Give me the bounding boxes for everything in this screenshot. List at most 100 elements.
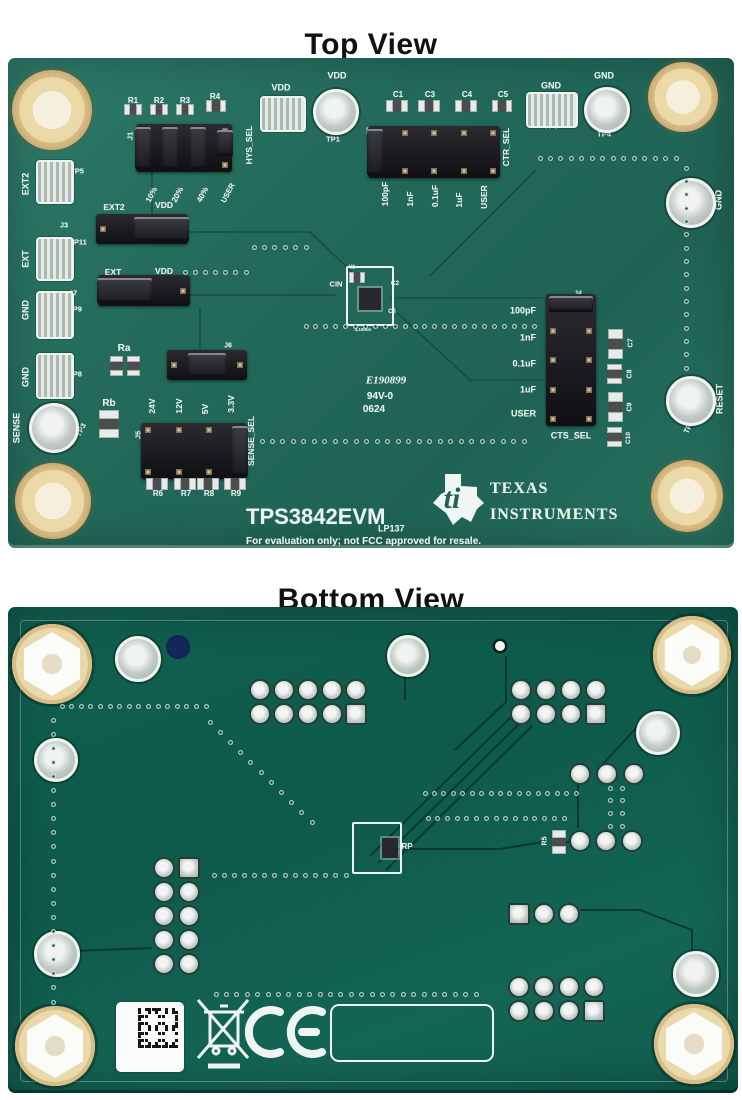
silkscreen-label-sense: SENSE xyxy=(11,412,22,444)
silkscreen-label-ctr-sel: CTR_SEL xyxy=(500,127,511,167)
chip-component xyxy=(492,100,512,112)
barcode-cell xyxy=(158,1014,162,1018)
silkscreen-label-r6: R6 xyxy=(152,489,164,498)
via-dot xyxy=(207,719,213,725)
via-dot xyxy=(50,717,56,723)
chip-body xyxy=(607,433,622,441)
jumper-shunt xyxy=(232,426,248,476)
via-dot xyxy=(607,785,613,791)
chip-component xyxy=(608,392,623,422)
chip-pad xyxy=(552,837,566,847)
via-dot xyxy=(483,815,489,821)
via-dot xyxy=(406,438,412,444)
barcode-cell xyxy=(148,1025,152,1028)
via-dot xyxy=(472,323,478,329)
via-dot xyxy=(454,815,460,821)
header-pin xyxy=(550,386,556,393)
silkscreen-label-ext: EXT xyxy=(20,250,31,268)
header-pin xyxy=(460,130,467,136)
chip-pad xyxy=(349,272,355,283)
header-pin xyxy=(206,469,213,475)
chip-pad xyxy=(197,478,205,490)
via-dot xyxy=(78,703,84,709)
via-dot xyxy=(488,790,494,796)
solder-pad xyxy=(558,976,580,998)
via-dot xyxy=(107,703,113,709)
chip-pad xyxy=(386,100,394,112)
via-dot xyxy=(683,205,689,211)
silkscreen-label-r9: R9 xyxy=(230,489,242,498)
chip-component xyxy=(607,364,622,384)
barcode-cell xyxy=(175,1025,179,1028)
silkscreen-label-tp5: TP5 xyxy=(70,166,84,176)
empty-silk-box xyxy=(330,1004,494,1062)
jumper-header xyxy=(367,126,500,178)
solder-pad xyxy=(569,763,591,785)
barcode-cell xyxy=(144,1021,148,1025)
via-dot xyxy=(382,323,388,329)
chip-pad xyxy=(608,412,623,422)
chip-pad xyxy=(99,410,119,420)
solder-pad-square xyxy=(508,903,530,925)
silkscreen-label-r5: R5 xyxy=(541,836,549,846)
via-dot xyxy=(184,703,190,709)
silkscreen-label-vdd: VDD xyxy=(271,82,291,93)
via-dot xyxy=(402,323,408,329)
chip-component xyxy=(197,478,219,490)
silkscreen-label-c9: C9 xyxy=(626,402,634,412)
silkscreen-label-100pf: 100pF xyxy=(379,181,390,207)
chip-pad xyxy=(136,104,143,115)
silkscreen-label-sense-sel: SENSE_SEL xyxy=(245,415,256,467)
via-dot xyxy=(619,810,625,816)
via-dot xyxy=(683,298,689,304)
chip-body xyxy=(181,478,189,490)
gold-corner-pad xyxy=(12,70,92,150)
via-dot xyxy=(231,872,237,878)
jumper-shunt xyxy=(188,353,226,377)
via-dot xyxy=(338,991,344,997)
rp-chip xyxy=(382,838,398,858)
silkscreen-label-user: USER xyxy=(510,408,536,419)
via-dot xyxy=(50,830,56,836)
jumper-shunt xyxy=(134,217,189,241)
top-view-title: Top View xyxy=(304,28,438,62)
via-dot xyxy=(174,703,180,709)
barcode-cell xyxy=(141,1014,145,1018)
silkscreen-label-r4: R4 xyxy=(209,92,221,101)
solder-pad xyxy=(178,905,200,927)
chip-pad xyxy=(238,478,246,490)
barcode-cell xyxy=(172,1025,175,1028)
barcode-cell xyxy=(138,1038,141,1042)
silkscreen-label-for-evaluation-only-not-fcc-approved-for-resale-: For evaluation only; not FCC approved fo… xyxy=(246,536,482,547)
jumper-shunt xyxy=(135,127,151,169)
via-dot xyxy=(535,790,541,796)
gold-corner-pad xyxy=(15,463,91,539)
gold-corner-pad xyxy=(648,62,718,132)
via-dot xyxy=(50,844,56,850)
via-dot xyxy=(50,943,56,949)
smd-test-point xyxy=(36,353,74,399)
barcode-cell xyxy=(155,1045,158,1049)
via-dot xyxy=(493,815,499,821)
silkscreen-label-0-1uf: 0.1uF xyxy=(512,358,536,369)
silkscreen-label-c7: C7 xyxy=(627,338,635,348)
via-dot xyxy=(621,155,627,161)
barcode-cell xyxy=(144,1014,148,1018)
barcode-cell xyxy=(138,1035,141,1039)
barcode-cell xyxy=(138,1042,141,1045)
header-pin xyxy=(586,386,592,393)
solder-pad-square xyxy=(583,1000,605,1022)
barcode-cell xyxy=(158,1008,162,1011)
solder-pad xyxy=(273,703,295,725)
barcode-cell xyxy=(155,1008,158,1011)
via-dot xyxy=(50,985,56,991)
via-dot xyxy=(431,790,437,796)
barcode-cell xyxy=(165,1042,169,1045)
silkscreen-label-tp11: TP11 xyxy=(69,237,87,247)
barcode-cell xyxy=(138,1014,141,1018)
chip-component xyxy=(150,104,169,115)
via-dot xyxy=(500,438,506,444)
via-dot xyxy=(551,815,557,821)
barcode-cell xyxy=(138,1021,141,1025)
via-dot xyxy=(450,790,456,796)
